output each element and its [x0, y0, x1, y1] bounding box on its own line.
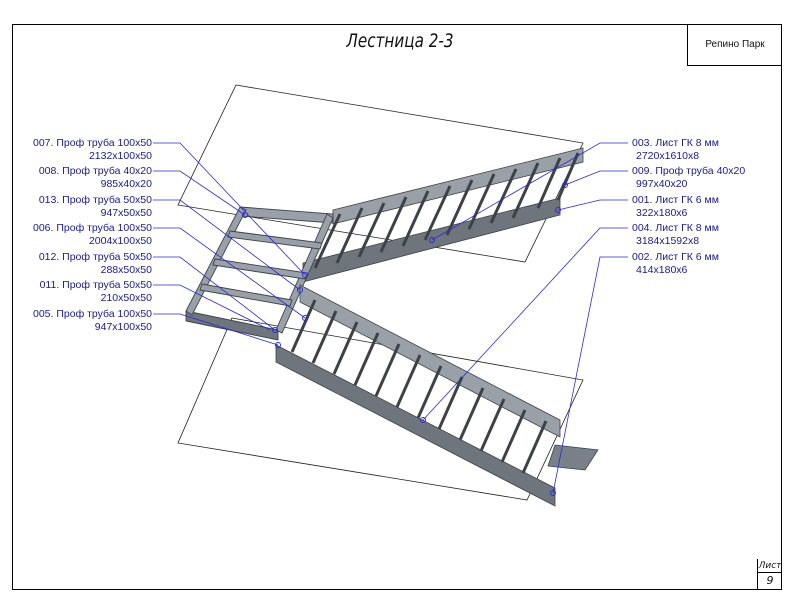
callout-part-name: 011. Проф труба 50х50	[39, 279, 152, 291]
callout-part-size: 997х40х20	[636, 178, 688, 190]
lower-flight-treads	[290, 299, 548, 474]
callout-part-name: 001. Лист ГК 6 мм	[632, 194, 719, 206]
callout-002: 002. Лист ГК 6 мм 414х180х6	[632, 251, 782, 277]
callout-part-name: 005. Проф труба 100х50	[32, 308, 152, 320]
leader-011	[153, 284, 271, 331]
landing-cross-beam-2	[212, 258, 308, 280]
callout-part-size: 2720х1610х8	[636, 150, 700, 162]
leader-lines	[153, 142, 628, 494]
upper-flight	[302, 147, 584, 283]
leader-013	[153, 199, 301, 291]
sheet-number-box: Лист 9	[757, 559, 782, 590]
leader-003	[431, 142, 628, 241]
callout-part-size: 322х180х6	[636, 207, 688, 219]
drawing-title: Лестница 2-3	[346, 30, 454, 52]
callout-part-name: 007. Проф труба 100х50	[32, 137, 152, 149]
callout-013: 013. Проф труба 50х50 947х50х50	[2, 194, 152, 220]
sheet-label: Лист	[758, 561, 782, 573]
leader-006	[153, 227, 306, 319]
callout-009: 009. Проф труба 40х20 997х40х20	[632, 165, 782, 191]
callout-part-size: 2004х100х50	[88, 235, 152, 247]
callout-004: 004. Лист ГК 8 мм 3184х1592х8	[632, 222, 782, 248]
callout-part-name: 009. Проф труба 40х20	[632, 165, 746, 177]
callout-part-size: 3184х1592х8	[636, 235, 700, 247]
leader-005	[153, 313, 279, 346]
callout-008: 008. Проф труба 40х20 985х40х20	[2, 165, 152, 191]
leader-012	[153, 256, 276, 331]
callout-006: 006. Проф труба 100х50 2004х100х50	[2, 222, 152, 248]
callout-011: 011. Проф труба 50х50 210х50х50	[2, 279, 152, 305]
callout-003: 003. Лист ГК 8 мм 2720х1610х8	[632, 137, 782, 163]
lower-reference-plane	[177, 317, 584, 501]
callout-012: 012. Проф труба 50х50 288х50х50	[2, 251, 152, 277]
callout-part-size: 947х100х50	[94, 321, 152, 333]
project-name: Репино Парк	[705, 39, 765, 50]
landing-frame	[185, 206, 334, 341]
landing-cross-beam-1	[227, 230, 323, 250]
callout-part-size: 947х50х50	[100, 207, 152, 219]
leader-endpoints	[242, 182, 568, 496]
callout-part-name: 012. Проф труба 50х50	[38, 251, 152, 263]
landing-front-beam	[185, 310, 279, 341]
leader-002	[552, 256, 628, 494]
callout-part-name: 008. Проф труба 40х20	[38, 165, 152, 177]
project-name-box: Репино Парк	[687, 24, 782, 66]
callout-001: 001. Лист ГК 6 мм 322х180х6	[632, 194, 782, 220]
callout-part-name: 013. Проф труба 50х50	[38, 194, 152, 206]
leader-004	[422, 227, 628, 421]
upper-flight-treads	[313, 152, 580, 269]
callout-part-size: 288х50х50	[100, 264, 152, 276]
callout-005: 005. Проф труба 100х50 947х100х50	[2, 308, 152, 334]
callout-007: 007. Проф труба 100х50 2132х100х50	[2, 137, 152, 163]
callout-part-size: 210х50х50	[100, 292, 152, 304]
leader-007	[153, 142, 306, 276]
lower-flight-outer-stringer	[275, 344, 556, 507]
callout-part-size: 985х40х20	[100, 178, 152, 190]
upper-reference-plane	[177, 84, 584, 263]
callout-part-name: 004. Лист ГК 8 мм	[632, 222, 719, 234]
leader-008	[153, 170, 246, 216]
callout-part-name: 002. Лист ГК 6 мм	[632, 251, 719, 263]
lower-flight-inner-stringer	[299, 284, 561, 438]
callout-part-size: 2132х100х50	[88, 150, 152, 162]
leader-009	[564, 170, 628, 186]
sheet-number: 9	[766, 574, 774, 587]
callout-part-size: 414х180х6	[636, 264, 688, 276]
lower-flight-end-plate	[547, 444, 599, 471]
landing-cross-beam-3	[199, 283, 293, 307]
drawing-frame	[12, 24, 782, 590]
callout-part-name: 006. Проф труба 100х50	[32, 222, 152, 234]
callout-part-name: 003. Лист ГК 8 мм	[632, 137, 719, 149]
leader-001	[557, 199, 628, 211]
lower-flight	[275, 284, 599, 507]
